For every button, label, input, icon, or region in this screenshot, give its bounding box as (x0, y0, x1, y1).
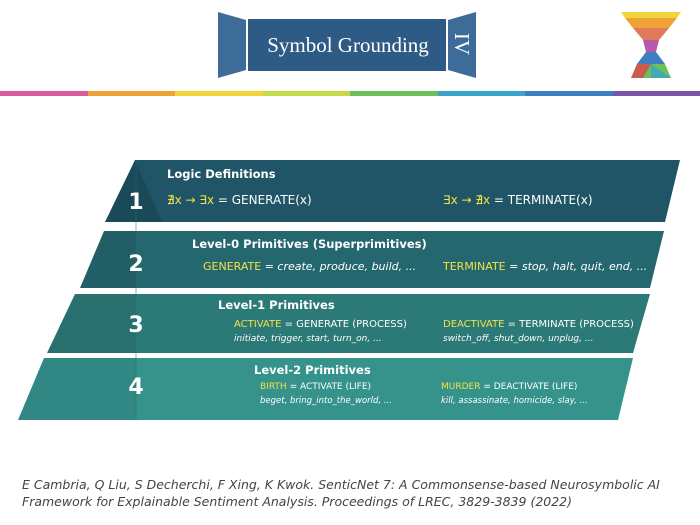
level-4-left-keyword: BIRTH (260, 382, 287, 392)
level-1-band (120, 160, 680, 222)
pyramid-face-4 (18, 358, 136, 420)
level-2-number: 2 (128, 252, 144, 277)
level-4-number: 4 (128, 375, 144, 400)
color-strip-segment (87, 91, 175, 96)
banner-left-wing (218, 12, 246, 78)
level-3-right-definition: DEACTIVATE = TERMINATE (PROCESS) (443, 319, 634, 330)
level-3-number: 3 (128, 313, 144, 338)
level-1-left-value: = GENERATE(x) (214, 193, 312, 207)
level-1-left-keyword: ∄x → ∃x (167, 193, 215, 207)
level-3-left-examples: initiate, trigger, start, turn_on, ... (234, 334, 382, 344)
pyramid-face-3 (47, 294, 136, 353)
level-2-right-value: = stop, halt, quit, end, ... (505, 260, 648, 273)
pyramid-face-1 (105, 160, 136, 222)
color-strip-segment (437, 91, 525, 96)
color-strip-segment (612, 91, 700, 96)
level-3-band (88, 294, 650, 353)
level-3-left-definition: ACTIVATE = GENERATE (PROCESS) (234, 319, 407, 330)
level-1-right-value: = TERMINATE(x) (490, 193, 593, 207)
banner-right-wing (448, 12, 476, 78)
color-strip-segment (262, 91, 350, 96)
level-1-right-keyword: ∃x → ∄x (443, 193, 491, 207)
level-3-right-keyword: DEACTIVATE (443, 319, 505, 330)
level-2-title: Level-0 Primitives (Superprimitives) (192, 237, 427, 251)
level-4-right-keyword: MURDER (441, 382, 481, 392)
level-3-right-examples: switch_off, shut_down, unplug, ... (443, 334, 594, 344)
color-strip-segment (525, 91, 613, 96)
level-4-right-examples: kill, assassinate, homicide, slay, ... (441, 396, 588, 406)
level-1-left-definition: ∄x → ∃x = GENERATE(x) (167, 193, 312, 207)
level-2-right-keyword: TERMINATE (443, 260, 506, 273)
level-1-number: 1 (128, 190, 144, 215)
color-strip-segment (0, 91, 88, 96)
level-2-band (105, 231, 664, 288)
banner-body (248, 19, 446, 71)
pyramid-face-2 (80, 231, 136, 288)
level-4-right-definition: MURDER = DEACTIVATE (LIFE) (441, 382, 577, 392)
level-1-title: Logic Definitions (167, 167, 276, 181)
citation: E Cambria, Q Liu, S Decherchi, F Xing, K… (22, 477, 660, 509)
level-3-title: Level-1 Primitives (218, 298, 335, 312)
sentic-funnel-logo (621, 12, 681, 78)
level-2-left-value: = create, produce, build, ... (261, 260, 417, 273)
section-title: Symbol Grounding (267, 33, 429, 57)
level-2-left-keyword: GENERATE (203, 260, 262, 273)
level-3-left-keyword: ACTIVATE (234, 319, 282, 330)
level-2-right-definition: TERMINATE = stop, halt, quit, end, ... (443, 260, 647, 273)
level-3-left-value: = GENERATE (PROCESS) (281, 319, 407, 330)
level-4-left-definition: BIRTH = ACTIVATE (LIFE) (260, 382, 371, 392)
section-banner (218, 12, 476, 78)
pyramid-shadow (135, 160, 162, 222)
color-strip-segment (350, 91, 438, 96)
level-4-title: Level-2 Primitives (254, 363, 371, 377)
level-4-band (70, 358, 633, 420)
level-3-right-value: = TERMINATE (PROCESS) (504, 319, 634, 330)
level-4-left-value: = ACTIVATE (LIFE) (286, 382, 372, 392)
level-1-right-definition: ∃x → ∄x = TERMINATE(x) (443, 193, 593, 207)
level-2-left-definition: GENERATE = create, produce, build, ... (203, 260, 416, 273)
level-4-left-examples: beget, bring_into_the_world, ... (260, 396, 392, 406)
level-4-right-value: = DEACTIVATE (LIFE) (480, 382, 578, 392)
color-strip (0, 91, 700, 96)
color-strip-segment (175, 91, 263, 96)
